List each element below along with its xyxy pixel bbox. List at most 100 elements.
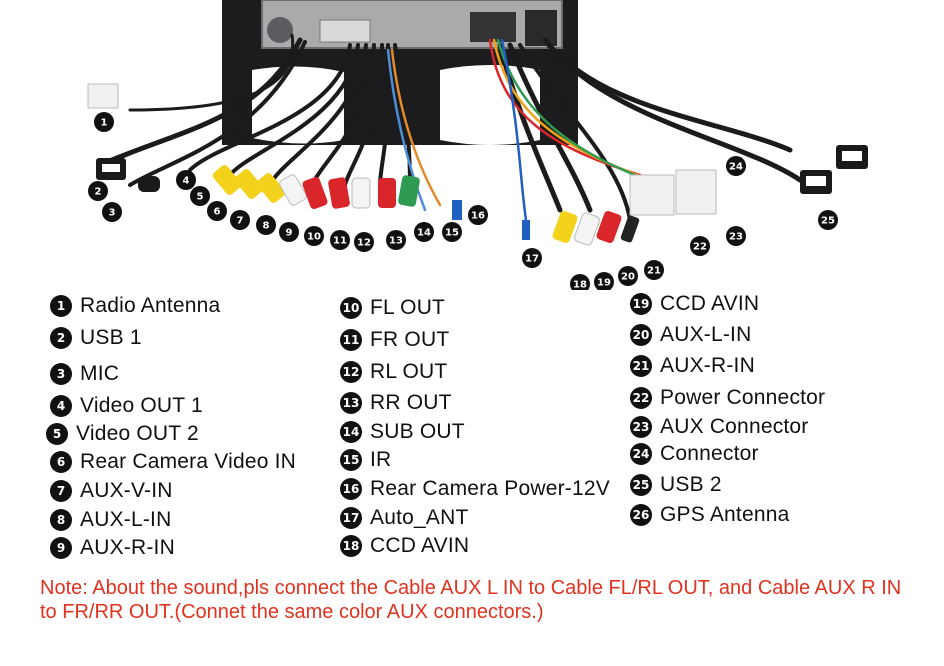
legend-item-rr-out: 13 RR OUT — [340, 389, 452, 417]
svg-text:14: 14 — [417, 228, 431, 239]
legend-item-video-out-2: 5 Video OUT 2 — [46, 420, 199, 448]
svg-text:7: 7 — [237, 216, 244, 227]
callout-21: 21 — [644, 260, 664, 280]
svg-text:25: 25 — [821, 216, 835, 227]
callout-5: 5 — [190, 186, 210, 206]
callout-3: 3 — [102, 202, 122, 222]
legend-item-ccd-avin-18: 18 CCD AVIN — [340, 532, 469, 560]
number-badge: 5 — [46, 423, 68, 445]
callout-22: 22 — [690, 236, 710, 256]
legend-label: AUX-L-IN — [80, 508, 172, 531]
callout-14: 14 — [414, 222, 434, 242]
legend-label: GPS Antenna — [660, 503, 790, 526]
callout-18: 18 — [570, 274, 590, 290]
legend-label: CCD AVIN — [660, 292, 760, 315]
svg-text:1: 1 — [101, 118, 108, 129]
svg-text:3: 3 — [109, 208, 116, 219]
svg-text:2: 2 — [95, 187, 102, 198]
number-badge: 9 — [50, 537, 72, 559]
sound-connection-note: Note: About the sound,pls connect the Ca… — [40, 577, 902, 623]
number-badge: 13 — [340, 392, 362, 414]
legend-label: USB 2 — [660, 473, 722, 496]
callout-19: 19 — [594, 272, 614, 290]
callout-12: 12 — [354, 232, 374, 252]
callout-8: 8 — [256, 215, 276, 235]
legend-item-video-out-1: 4 Video OUT 1 — [50, 392, 203, 420]
number-badge: 4 — [50, 395, 72, 417]
number-badge: 2 — [50, 327, 72, 349]
svg-text:11: 11 — [333, 236, 347, 247]
callout-2: 2 — [88, 181, 108, 201]
callout-24: 24 — [726, 156, 746, 176]
legend-label: RR OUT — [370, 391, 452, 414]
black-wire-bundle — [97, 33, 803, 222]
svg-text:20: 20 — [621, 272, 635, 283]
legend-item-power-connector: 22 Power Connector — [630, 384, 825, 412]
number-badge: 26 — [630, 504, 652, 526]
legend-item-usb-2: 25 USB 2 — [630, 471, 722, 499]
svg-text:18: 18 — [573, 280, 587, 291]
legend-label: Video OUT 2 — [76, 422, 199, 445]
svg-text:24: 24 — [729, 162, 743, 173]
svg-text:8: 8 — [263, 221, 270, 232]
legend-label: RL OUT — [370, 360, 448, 383]
svg-text:21: 21 — [647, 266, 661, 277]
number-badge: 16 — [340, 478, 362, 500]
legend-label: FR OUT — [370, 328, 450, 351]
legend-label: AUX-V-IN — [80, 479, 173, 502]
number-badge: 20 — [630, 324, 652, 346]
number-badge: 8 — [50, 509, 72, 531]
legend-item-aux-r-in: 9 AUX-R-IN — [50, 534, 175, 562]
legend-label: USB 1 — [80, 326, 142, 349]
legend-item-fr-out: 11 FR OUT — [340, 326, 449, 354]
number-badge: 17 — [340, 507, 362, 529]
svg-text:16: 16 — [471, 211, 485, 222]
legend-label: SUB OUT — [370, 420, 465, 443]
legend-item-aux-v-in: 7 AUX-V-IN — [50, 477, 173, 505]
number-badge: 10 — [340, 297, 362, 319]
callout-10: 10 — [304, 226, 324, 246]
svg-text:19: 19 — [597, 278, 611, 289]
number-badge: 3 — [50, 363, 72, 385]
number-badge: 1 — [50, 295, 72, 317]
colored-wires — [386, 38, 662, 222]
legend-item-aux-l-in-20: 20 AUX-L-IN — [630, 321, 751, 349]
legend-label: Auto_ANT — [370, 506, 469, 529]
callout-13: 13 — [386, 230, 406, 250]
callout-9: 9 — [279, 222, 299, 242]
legend-label: FL OUT — [370, 296, 446, 319]
legend-item-connector: 24 Connector — [630, 440, 759, 468]
legend-item-ir: 15 IR — [340, 446, 391, 474]
callout-23: 23 — [726, 226, 746, 246]
callout-20: 20 — [618, 266, 638, 286]
callout-4: 4 — [176, 170, 196, 190]
svg-text:23: 23 — [729, 232, 743, 243]
svg-text:5: 5 — [197, 192, 204, 203]
legend-item-rear-camera-video-in: 6 Rear Camera Video IN — [50, 448, 296, 476]
svg-text:13: 13 — [389, 236, 403, 247]
number-badge: 25 — [630, 474, 652, 496]
legend-item-radio-antenna: 1 Radio Antenna — [50, 292, 220, 320]
legend-item-ccd-avin-19: 19 CCD AVIN — [630, 290, 759, 318]
legend-label: Radio Antenna — [80, 294, 221, 317]
legend-item-aux-connector: 23 AUX Connector — [630, 413, 809, 441]
legend-label: IR — [370, 448, 392, 471]
legend-label: AUX-R-IN — [80, 536, 175, 559]
callout-11: 11 — [330, 230, 350, 250]
legend-label: CCD AVIN — [370, 534, 470, 557]
svg-text:4: 4 — [183, 176, 190, 187]
svg-text:12: 12 — [357, 238, 371, 249]
rca-plugs — [212, 165, 640, 246]
legend-label: AUX-R-IN — [660, 354, 755, 377]
number-badge: 7 — [50, 480, 72, 502]
callout-15: 15 — [442, 222, 462, 242]
legend-item-auto-ant: 17 Auto_ANT — [340, 504, 468, 532]
number-badge: 23 — [630, 416, 652, 438]
svg-text:15: 15 — [445, 228, 459, 239]
number-badge: 12 — [340, 361, 362, 383]
callout-7: 7 — [230, 210, 250, 230]
callout-1: 1 — [94, 112, 114, 132]
svg-text:9: 9 — [286, 228, 293, 239]
